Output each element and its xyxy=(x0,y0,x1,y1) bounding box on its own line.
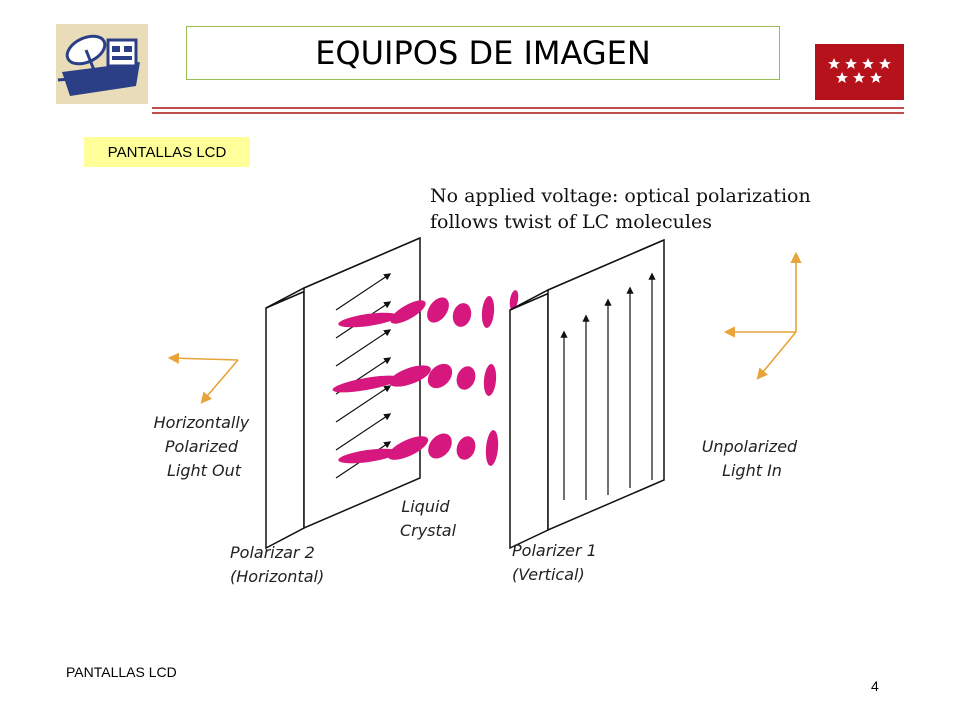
section-tag: PANTALLAS LCD xyxy=(84,137,250,167)
polarizer-2-panel xyxy=(265,236,421,550)
institution-logo xyxy=(56,24,148,104)
polarizer-1-panel xyxy=(509,238,665,550)
region-flag xyxy=(815,44,904,100)
caption-line-2: follows twist of LC molecules xyxy=(430,211,712,233)
polarized-light-out-arrows xyxy=(167,352,239,404)
unpolarized-light-in-arrows xyxy=(723,251,802,380)
flag-stars-icon xyxy=(828,58,891,83)
liquid-crystal-molecules xyxy=(332,290,519,466)
label-polarizer-2: Polarizar 2 (Horizontal) xyxy=(230,543,324,586)
page-title: EQUIPOS DE IMAGEN xyxy=(186,26,780,80)
page-title-text: EQUIPOS DE IMAGEN xyxy=(315,34,651,72)
footer-label: PANTALLAS LCD xyxy=(66,664,177,680)
header-divider xyxy=(152,107,904,114)
caption-line-1: No applied voltage: optical polarization xyxy=(430,185,811,207)
label-horizontally-polarized: Horizontally Polarized Light Out xyxy=(154,413,255,480)
label-liquid-crystal: Liquid Crystal xyxy=(400,497,457,540)
label-polarizer-1: Polarizer 1 (Vertical) xyxy=(512,541,602,584)
polarizer-1-arrows xyxy=(560,272,656,500)
section-tag-text: PANTALLAS LCD xyxy=(107,143,227,161)
lcd-polarization-diagram: No applied voltage: optical polarization… xyxy=(154,185,811,586)
page-number: 4 xyxy=(871,678,879,694)
label-unpolarized: Unpolarized Light In xyxy=(702,437,803,480)
